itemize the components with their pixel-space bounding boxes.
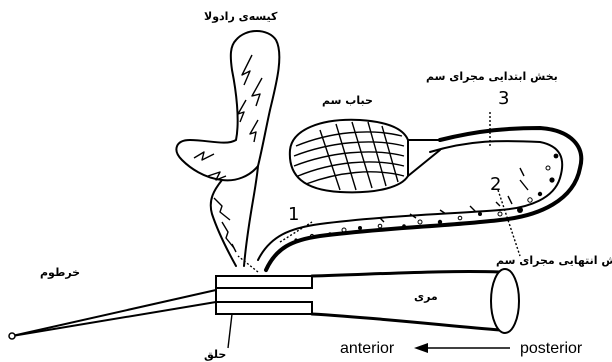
orientation-arrow: anterior posterior <box>340 340 583 357</box>
label-distal-duct: بخش انتهایی مجرای سم <box>496 254 612 267</box>
label-venom-bulb: حباب سم <box>322 94 373 107</box>
label-posterior: posterior <box>520 340 583 357</box>
label-proboscis: خرطوم <box>40 266 80 279</box>
label-anterior: anterior <box>340 340 395 357</box>
marker-3: 3 <box>498 88 509 109</box>
pharynx-lower-band <box>216 302 312 314</box>
venom-duct <box>258 128 581 270</box>
duct-granules <box>294 154 558 242</box>
marker-1: 1 <box>288 204 299 225</box>
venom-bulb <box>290 120 440 193</box>
label-radular-sac: کیسه‌ی رادولا <box>204 10 278 23</box>
marker-2: 2 <box>490 174 501 195</box>
label-proximal-duct: بخش ابتدایی مجرای سم <box>426 70 558 83</box>
gut-tube <box>9 269 519 339</box>
esophagus-opening <box>491 269 519 333</box>
radular-sac <box>176 31 279 266</box>
label-pharynx: حلق <box>204 348 226 361</box>
arrow-head <box>414 343 428 353</box>
proboscis-tip <box>9 333 15 339</box>
label-esophagus: مری <box>414 290 438 303</box>
pharynx-upper-band <box>216 276 312 288</box>
